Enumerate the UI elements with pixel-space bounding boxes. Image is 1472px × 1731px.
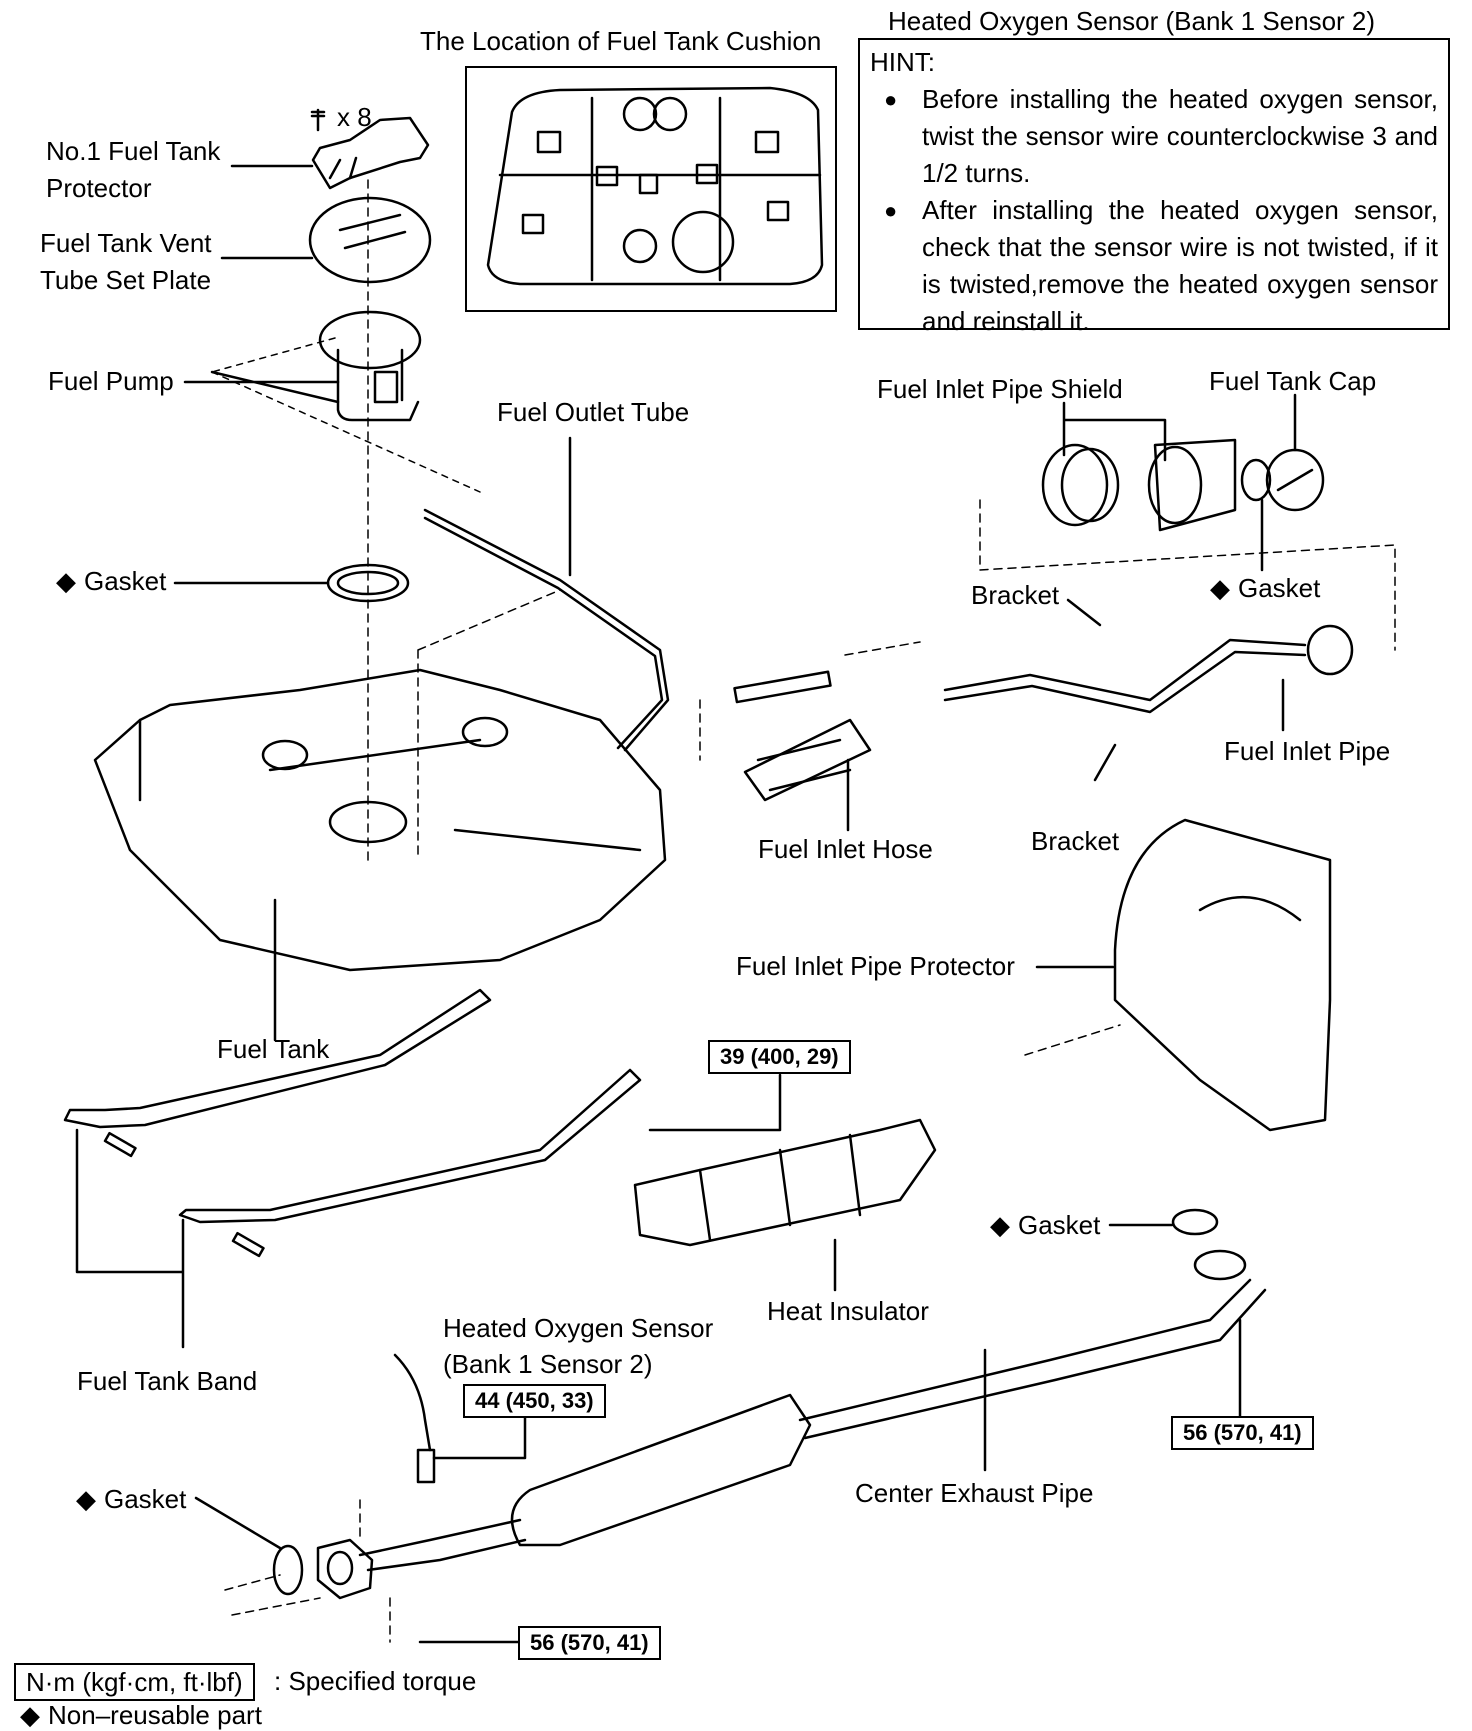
cushion-title: The Location of Fuel Tank Cushion — [420, 26, 822, 56]
leader-shield — [1062, 401, 1167, 462]
label-fuel-tank: Fuel Tank — [217, 1034, 330, 1064]
exhaust-flange-part — [316, 1538, 374, 1600]
label-gasket-pump: Gasket — [56, 566, 166, 596]
label-sensor-line2: (Bank 1 Sensor 2) — [443, 1349, 653, 1379]
exhaust-left-gasket-part — [272, 1544, 304, 1596]
heat-insulator-part — [633, 1118, 937, 1247]
leader-fuel-tank-band — [75, 1128, 185, 1349]
exhaust-right-gasket-part — [1171, 1208, 1219, 1236]
protector-part — [311, 116, 430, 190]
label-fuel-tank-cap: Fuel Tank Cap — [1209, 366, 1377, 396]
oxygen-sensor-part — [393, 1353, 436, 1484]
label-fuel-inlet-pipe: Fuel Inlet Pipe — [1224, 736, 1391, 766]
label-bracket-lower: Bracket — [1031, 826, 1120, 856]
fuel-inlet-hose-part — [733, 670, 872, 802]
label-vent-line2: Tube Set Plate — [40, 265, 212, 295]
guide-pump-outlet — [211, 337, 481, 493]
guide-cap — [979, 499, 1396, 651]
leader-bracket-lower — [1093, 743, 1117, 782]
torque-badge-sensor: 44 (450, 33) — [463, 1384, 606, 1418]
label-fuel-tank-band: Fuel Tank Band — [77, 1366, 258, 1396]
guide-protector — [1024, 1024, 1121, 1056]
fuel-inlet-pipe-part — [943, 624, 1354, 714]
label-gasket-exhaust-left: Gasket — [76, 1484, 186, 1514]
fuel-tank-part — [93, 668, 667, 972]
fuel-inlet-pipe-shield-part — [1041, 438, 1237, 532]
torque-badge-heat-insulator: 39 (400, 29) — [708, 1040, 851, 1074]
hint-list: Before installing the heated oxygen sens… — [870, 81, 1438, 340]
label-fuel-inlet-hose: Fuel Inlet Hose — [758, 834, 933, 864]
hint-item: After installing the heated oxygen senso… — [870, 192, 1438, 340]
fuel-pump-part — [318, 310, 422, 422]
pump-gasket-part — [326, 563, 410, 603]
fuel-tank-cap-part — [1265, 448, 1325, 512]
cushion-inset-frame — [465, 66, 837, 312]
legend-torque-unit: N·m (kgf·cm, ft·lbf) — [14, 1663, 255, 1701]
bolt-icon — [310, 108, 326, 132]
leader-pump — [183, 370, 340, 404]
label-bracket-upper: Bracket — [971, 580, 1060, 610]
leader-bracket-upper — [1066, 598, 1102, 627]
fuel-outlet-tube-part — [423, 508, 670, 752]
legend-nonreusable: Non–reusable part — [20, 1700, 262, 1731]
leader-gasket-exhaust-left — [194, 1496, 282, 1550]
label-sensor-line1: Heated Oxygen Sensor — [443, 1313, 714, 1343]
cushion-tank-outline — [486, 86, 824, 286]
torque-badge-exhaust-bottom: 56 (570, 41) — [518, 1626, 661, 1660]
label-protector-line2: Protector — [46, 173, 152, 203]
leader-torque-insulator — [648, 1073, 782, 1132]
center-exhaust-pipe-part — [358, 1249, 1267, 1572]
label-gasket-cap: Gasket — [1210, 573, 1320, 603]
cap-gasket-part — [1240, 458, 1272, 502]
label-protector-line1: No.1 Fuel Tank — [46, 136, 221, 166]
hint-item: Before installing the heated oxygen sens… — [870, 81, 1438, 192]
legend-torque-text: : Specified torque — [274, 1666, 477, 1696]
label-fuel-outlet-tube: Fuel Outlet Tube — [497, 397, 690, 427]
label-heat-insulator: Heat Insulator — [767, 1296, 929, 1326]
label-fuel-inlet-pipe-shield: Fuel Inlet Pipe Shield — [877, 374, 1123, 404]
hint-box: HINT: Before installing the heated oxyge… — [858, 38, 1450, 336]
fuel-tank-band-parts — [63, 988, 642, 1258]
hint-title: HINT: — [870, 47, 935, 77]
label-fuel-pump: Fuel Pump — [48, 366, 174, 396]
label-center-exhaust-pipe: Center Exhaust Pipe — [855, 1478, 1094, 1508]
leader-torque-sensor — [432, 1416, 527, 1460]
hint-section-title: Heated Oxygen Sensor (Bank 1 Sensor 2) — [888, 6, 1376, 36]
guide-exhaust-left — [224, 1499, 391, 1643]
label-gasket-exhaust-right: Gasket — [990, 1210, 1100, 1240]
vent-plate-part — [308, 196, 432, 284]
guide-tube-dash — [417, 589, 921, 856]
label-fuel-inlet-pipe-protector: Fuel Inlet Pipe Protector — [736, 951, 1015, 981]
torque-badge-exhaust-right: 56 (570, 41) — [1171, 1416, 1314, 1450]
label-vent-line1: Fuel Tank Vent — [40, 228, 212, 258]
fuel-inlet-pipe-protector-part — [1113, 818, 1332, 1132]
bolt-count-label: x 8 — [337, 102, 372, 132]
